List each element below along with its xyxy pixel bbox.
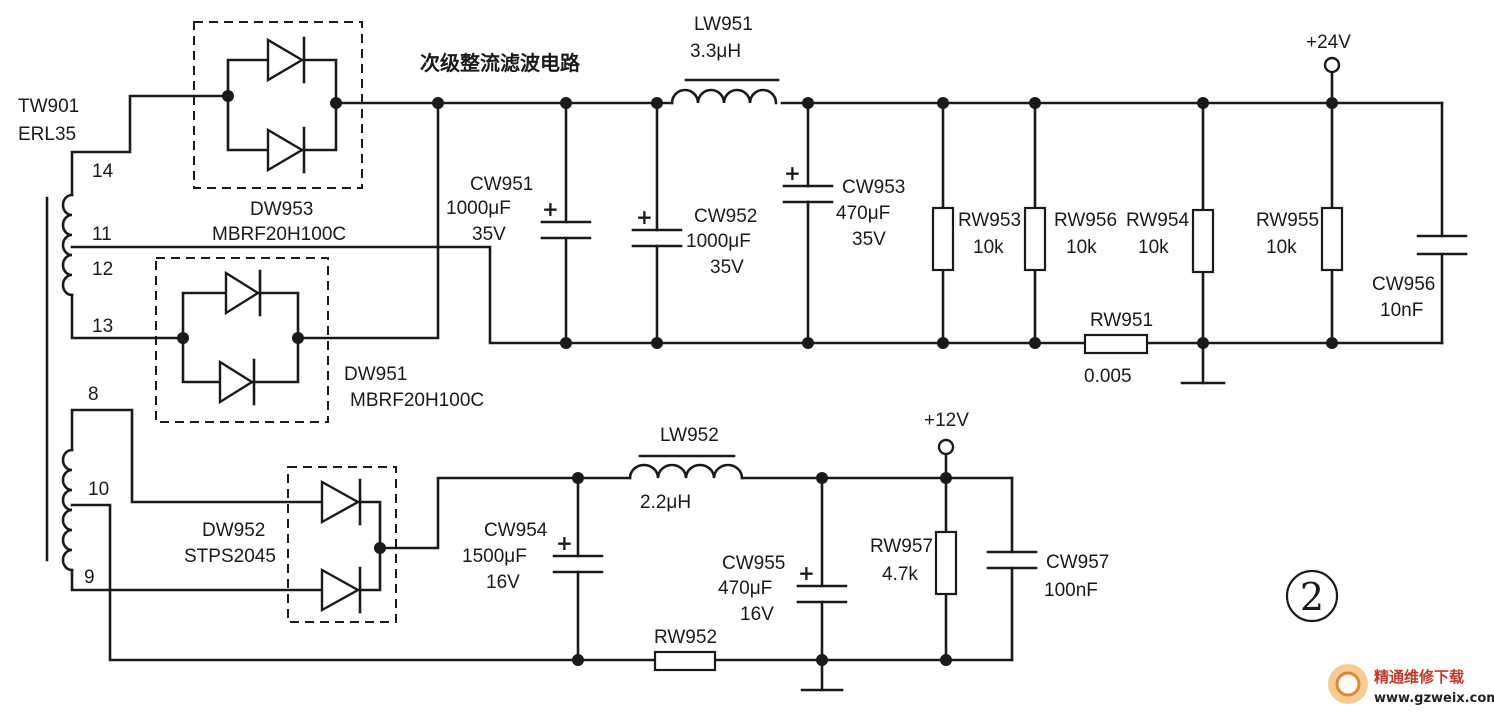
rw956-value: 10k xyxy=(1066,237,1097,258)
diode-dw952: DW952 STPS2045 xyxy=(184,466,397,623)
cw954-value: 1500μF xyxy=(462,546,527,567)
capacitor-cw952: + CW952 1000μF 35V xyxy=(631,205,757,278)
polarity-plus: + xyxy=(542,197,559,221)
cw956-value: 10nF xyxy=(1380,300,1423,321)
resistor-rw952: RW952 xyxy=(653,627,717,672)
rw954-name: RW954 xyxy=(1126,210,1189,231)
resistor-rw955: RW955 10k xyxy=(1256,206,1344,272)
upper-junctions xyxy=(432,97,1338,349)
resistor-rw954: RW954 10k xyxy=(1126,208,1215,274)
lower-junctions xyxy=(572,472,952,666)
diode-dw953: DW953 MBRF20H100C xyxy=(193,21,363,245)
inductor-lw951: LW951 3.3μH xyxy=(670,14,780,105)
watermark: 精通维修下载 www.gzweix.com xyxy=(1328,664,1494,706)
lower-winding xyxy=(61,448,74,572)
output-12v: +12V xyxy=(924,410,969,456)
figure-number-text: 2 xyxy=(1300,575,1324,619)
pin-11: 11 xyxy=(92,224,112,245)
resistor-rw953: RW953 10k xyxy=(931,206,1021,272)
transformer-tw901: TW901 ERL35 14 11 12 13 8 10 9 xyxy=(18,96,114,588)
transformer-name: TW901 xyxy=(18,96,79,117)
lw951-name: LW951 xyxy=(694,14,753,35)
pin-10: 10 xyxy=(88,479,109,500)
dw953-model: MBRF20H100C xyxy=(212,224,346,245)
cw953-value: 470μF xyxy=(836,203,890,224)
capacitor-cw951: + CW951 1000μF 35V xyxy=(446,174,592,245)
pin-9: 9 xyxy=(84,567,95,588)
rw955-name: RW955 xyxy=(1256,210,1319,231)
inductor-lw952: LW952 2.2μH xyxy=(628,425,744,513)
lw952-name: LW952 xyxy=(660,425,719,446)
dw951-model: MBRF20H100C xyxy=(350,390,484,411)
rw955-value: 10k xyxy=(1266,237,1297,258)
diode-symbol xyxy=(218,359,255,405)
pin-13: 13 xyxy=(92,316,113,337)
pin-12: 12 xyxy=(92,259,113,280)
diode-symbol xyxy=(224,270,261,316)
dw953-name: DW953 xyxy=(250,199,313,220)
cw951-voltage: 35V xyxy=(472,224,506,245)
cw951-name: CW951 xyxy=(470,174,533,195)
watermark-url: www.gzweix.com xyxy=(1374,691,1494,706)
cw955-name: CW955 xyxy=(722,553,785,574)
output-24v: +24V xyxy=(1306,32,1351,74)
polarity-plus: + xyxy=(556,531,573,555)
cw954-voltage: 16V xyxy=(486,572,520,593)
resistor-rw957: RW957 4.7k xyxy=(870,530,958,596)
diagram-title: 次级整流滤波电路 xyxy=(420,51,581,75)
resistor-rw956: RW956 10k xyxy=(1023,206,1117,272)
capacitor-cw954: + CW954 1500μF 16V xyxy=(462,520,604,593)
dw951-name: DW951 xyxy=(344,364,407,385)
rw956-name: RW956 xyxy=(1054,210,1117,231)
diode-symbol xyxy=(320,567,361,613)
figure-number: 2 xyxy=(1285,569,1339,623)
diode-symbol xyxy=(266,127,305,173)
lw951-value: 3.3μH xyxy=(690,41,741,62)
rw951-name: RW951 xyxy=(1090,310,1153,331)
cw951-value: 1000μF xyxy=(446,198,511,219)
lw952-value: 2.2μH xyxy=(640,492,691,513)
polarity-plus: + xyxy=(784,161,801,185)
rw953-value: 10k xyxy=(973,237,1004,258)
cw952-voltage: 35V xyxy=(710,257,744,278)
rw954-value: 10k xyxy=(1138,237,1169,258)
capacitor-cw955: + CW955 470μF 16V xyxy=(718,553,848,625)
dw952-name: DW952 xyxy=(202,520,265,541)
output-24v-label: +24V xyxy=(1306,32,1351,53)
resistor-rw951: RW951 0.005 xyxy=(1083,310,1153,387)
transformer-model: ERL35 xyxy=(18,124,76,145)
rw957-value: 4.7k xyxy=(882,564,918,585)
capacitor-cw956: CW956 10nF xyxy=(1372,234,1468,321)
cw955-value: 470μF xyxy=(718,578,772,599)
upper-winding xyxy=(61,193,74,297)
capacitor-cw957: CW957 100nF xyxy=(986,550,1109,601)
diode-symbol xyxy=(320,479,361,525)
watermark-name: 精通维修下载 xyxy=(1374,668,1464,686)
lower-wiring xyxy=(70,408,1014,692)
cw957-value: 100nF xyxy=(1044,580,1098,601)
diode-symbol xyxy=(266,37,305,83)
rw952-name: RW952 xyxy=(654,627,717,648)
cw952-name: CW952 xyxy=(694,206,757,227)
rw951-value: 0.005 xyxy=(1084,366,1132,387)
pin-14: 14 xyxy=(92,161,114,182)
output-12v-label: +12V xyxy=(924,410,969,431)
cw952-value: 1000μF xyxy=(686,231,751,252)
cw955-voltage: 16V xyxy=(740,604,774,625)
pin-8: 8 xyxy=(88,384,99,405)
cw953-voltage: 35V xyxy=(852,229,886,250)
cw957-name: CW957 xyxy=(1046,552,1109,573)
cw956-name: CW956 xyxy=(1372,274,1435,295)
rw953-name: RW953 xyxy=(958,210,1021,231)
capacitor-cw953: + CW953 470μF 35V xyxy=(782,161,905,250)
cw954-name: CW954 xyxy=(484,520,548,541)
rw957-name: RW957 xyxy=(870,536,933,557)
cw953-name: CW953 xyxy=(842,177,905,198)
diode-dw951: DW951 MBRF20H100C xyxy=(155,257,484,423)
upper-wiring xyxy=(70,58,1444,385)
dw952-model: STPS2045 xyxy=(184,546,276,567)
polarity-plus: + xyxy=(636,205,653,229)
polarity-plus: + xyxy=(798,561,815,585)
